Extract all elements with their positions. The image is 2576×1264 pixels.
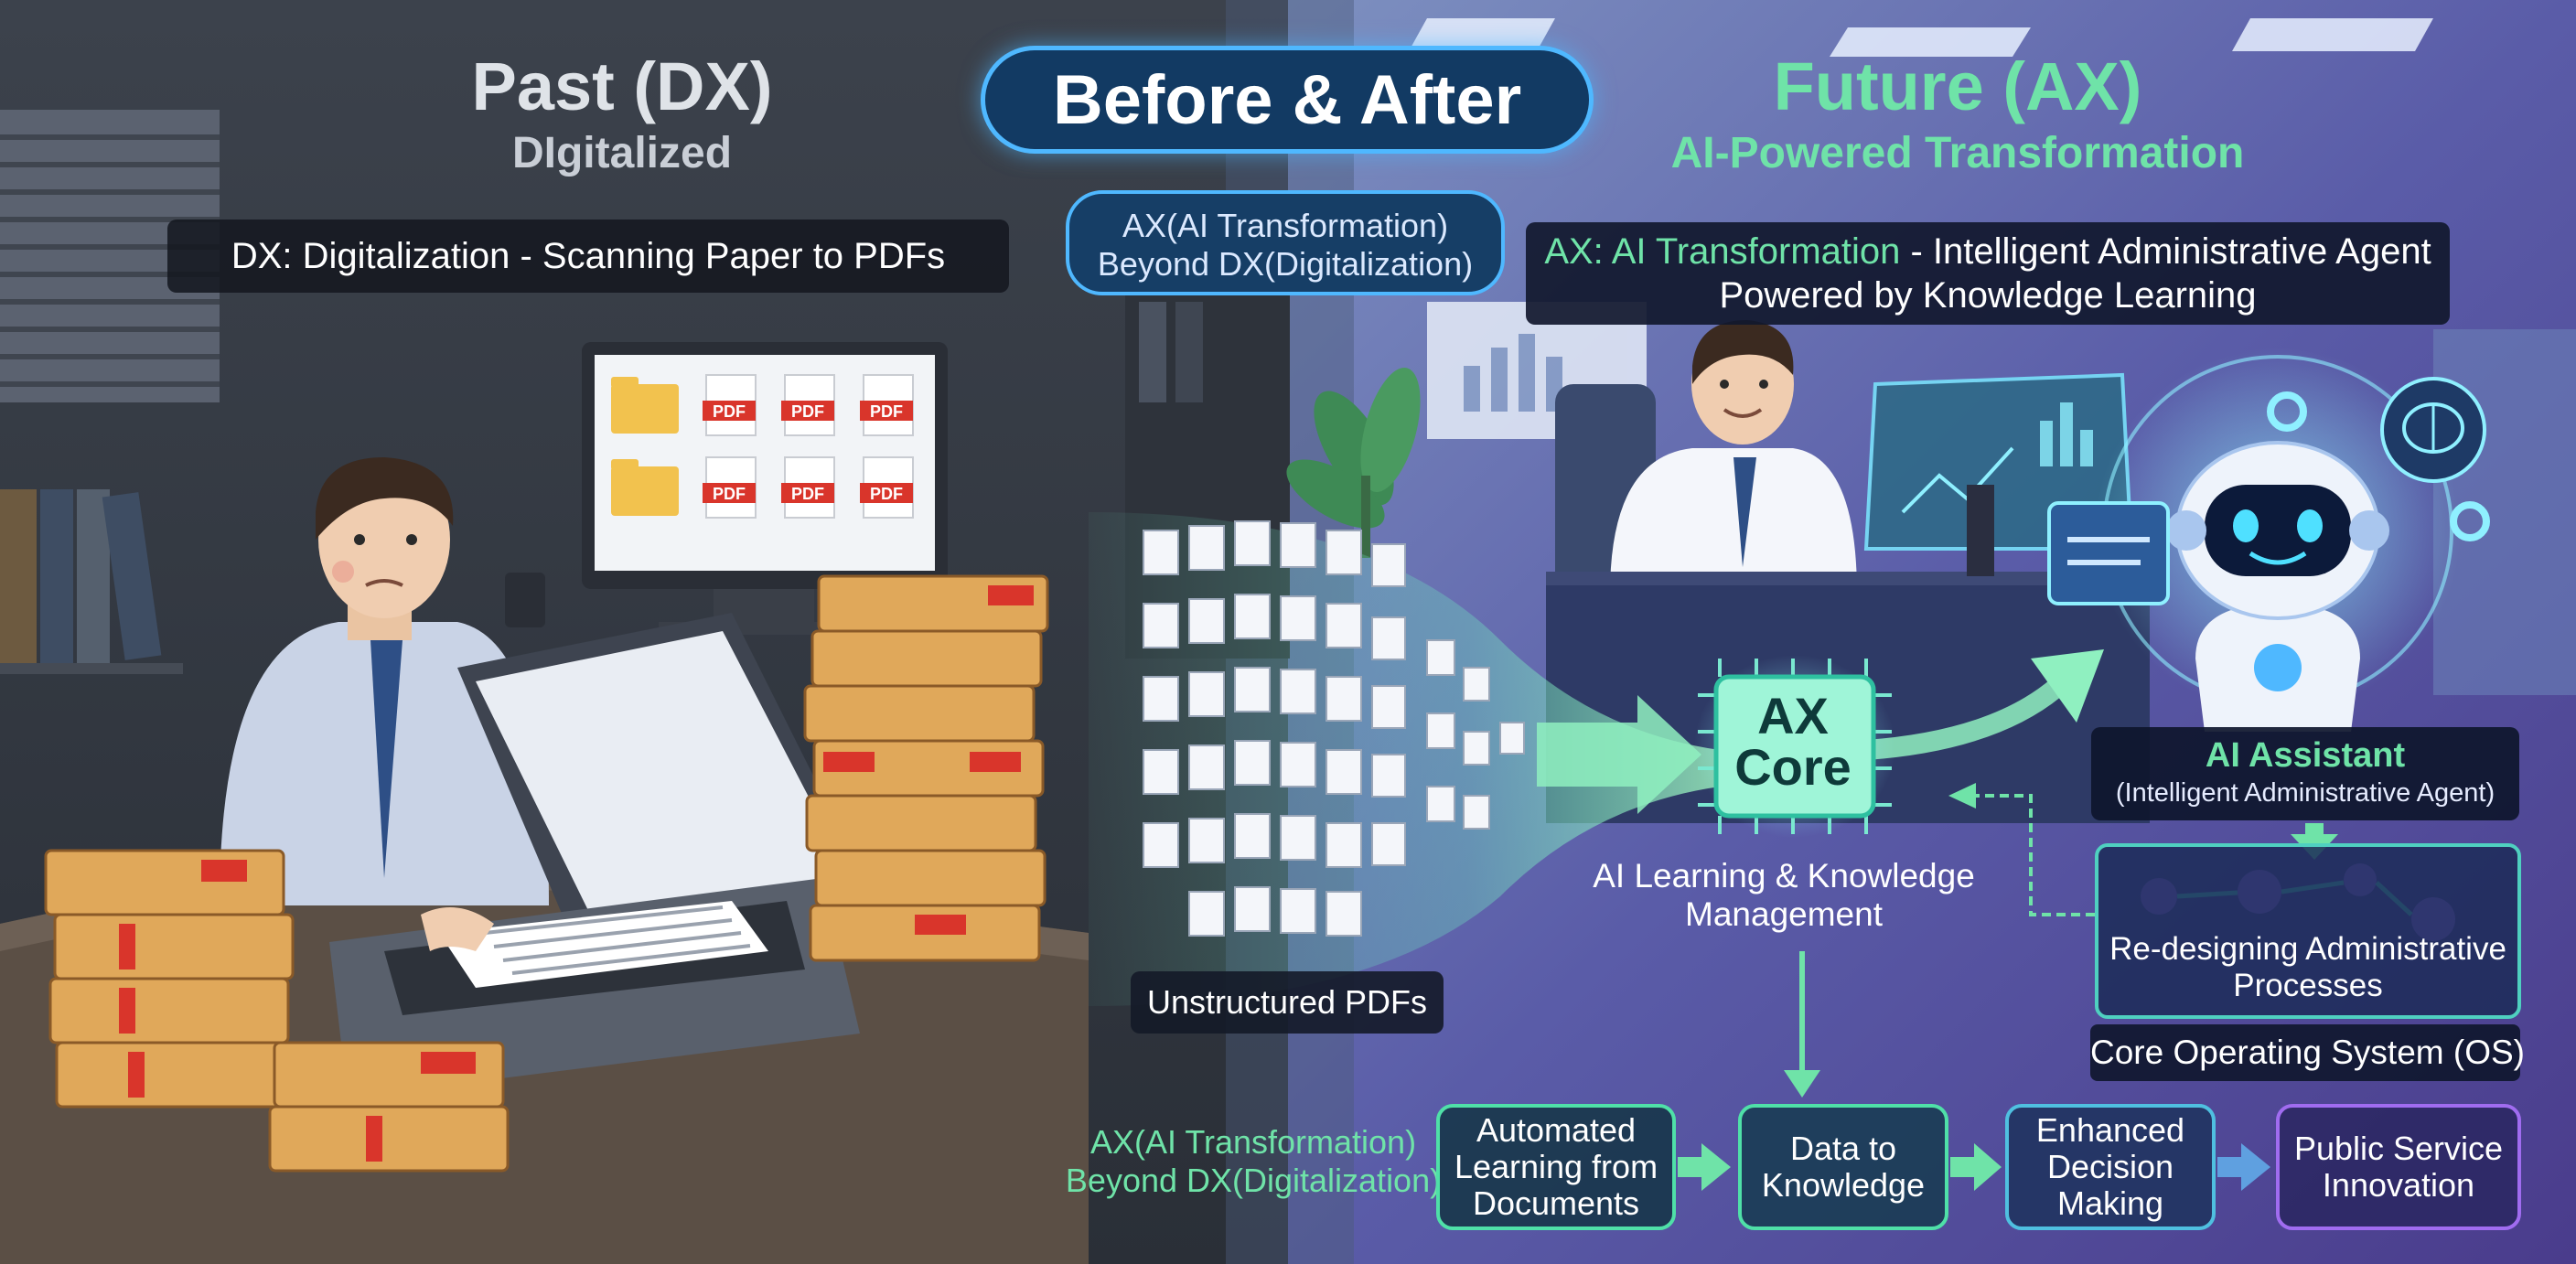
flow-step-automated-learning: Automated Learning from Documents	[1436, 1104, 1676, 1230]
future-subtitle: AI-Powered Transformation	[1670, 129, 2245, 177]
redesign-box	[2095, 843, 2521, 1019]
ax-banner: AX: AI Transformation - Intelligent Admi…	[1526, 222, 2450, 325]
future-title: Future (AX)	[1773, 48, 2142, 124]
chat-screen-icon	[2047, 501, 2170, 605]
ax-core-line1: AX	[1757, 687, 1829, 744]
pdf-tag: PDF	[791, 402, 824, 421]
flow-step-data-to-knowledge: Data to Knowledge	[1738, 1104, 1948, 1230]
unstructured-pdfs-label: Unstructured PDFs	[1131, 971, 1444, 1034]
flow-step-enhanced-decision: Enhanced Decision Making	[2005, 1104, 2216, 1230]
flow-left-caption: AX(AI Transformation) Beyond DX(Digitali…	[1065, 1123, 1442, 1199]
ax-core-line2: Core	[1734, 738, 1852, 796]
ax-banner-rest: - Intelligent Administrative Agent Power…	[1719, 231, 2431, 316]
before-after-title: Before & After	[981, 46, 1594, 154]
flow-step-public-service: Public Service Innovation	[2276, 1104, 2521, 1230]
ax-banner-highlight: AX: AI Transformation	[1544, 231, 1901, 272]
ax-core-chip	[1694, 655, 1895, 838]
folder-icon	[611, 459, 679, 516]
confident-worker-illustration	[1555, 320, 1857, 595]
document-grid	[1143, 520, 1525, 937]
past-title: Past (DX)	[471, 48, 773, 124]
pdf-binder-stack-left	[44, 849, 510, 1173]
binders	[0, 489, 183, 674]
ai-assistant-box: AI Assistant (Intelligent Administrative…	[2091, 727, 2519, 820]
pdf-tag: PDF	[713, 485, 746, 503]
pdf-tag: PDF	[791, 485, 824, 503]
ai-assistant-title: AI Assistant	[2205, 736, 2406, 775]
pdf-tag: PDF	[870, 485, 903, 503]
pdf-tag: PDF	[713, 402, 746, 421]
core-os-label: Core Operating System (OS)	[2090, 1024, 2525, 1081]
pdf-tag: PDF	[870, 402, 903, 421]
past-monitor: PDF PDF PDF PDF PDF PDF	[582, 342, 948, 635]
plant-illustration	[1286, 367, 1421, 558]
folder-icon	[611, 377, 679, 434]
pdf-binder-stack-right	[803, 574, 1049, 962]
redesign-label: Re-designing Administrative Processes	[2109, 931, 2506, 1003]
brain-icon	[2380, 377, 2486, 483]
ax-beyond-dx-bubble: AX(AI Transformation) Beyond DX(Digitali…	[1066, 190, 1505, 295]
dx-banner: DX: Digitalization - Scanning Paper to P…	[167, 220, 1009, 293]
core-caption: AI Learning & Knowledge Management	[1593, 857, 1975, 933]
past-subtitle: DIgitalized	[511, 129, 733, 177]
pen-cup	[505, 573, 545, 627]
arrow-to-assistant	[2031, 649, 2104, 723]
ai-assistant-subtitle: (Intelligent Administrative Agent)	[2115, 778, 2496, 808]
arrow-into-core	[1537, 695, 1701, 814]
gear-icon	[2267, 391, 2490, 541]
